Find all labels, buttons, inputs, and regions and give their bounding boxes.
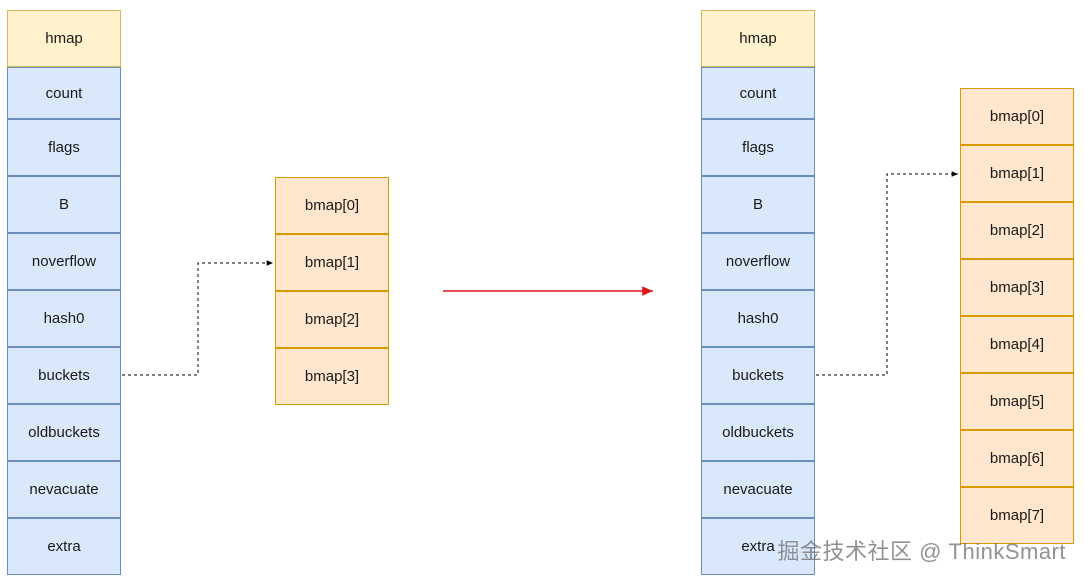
right-field-flags: flags <box>701 119 815 176</box>
left-bucket: bmap[3] <box>275 348 389 405</box>
left-bucket: bmap[2] <box>275 291 389 348</box>
right-bucket: bmap[0] <box>960 88 1074 145</box>
left-field-hash0: hash0 <box>7 290 121 347</box>
left-field-oldbuckets: oldbuckets <box>7 404 121 461</box>
left-field-nevacuate: nevacuate <box>7 461 121 518</box>
left-buckets-pointer-arrow <box>122 260 273 376</box>
left-field-count: count <box>7 67 121 119</box>
right-buckets-pointer-arrow <box>816 171 958 376</box>
left-hmap-header: hmap <box>7 10 121 67</box>
right-hmap-header: hmap <box>701 10 815 67</box>
right-field-hash0: hash0 <box>701 290 815 347</box>
left-bucket: bmap[1] <box>275 234 389 291</box>
right-bucket: bmap[6] <box>960 430 1074 487</box>
right-bucket: bmap[5] <box>960 373 1074 430</box>
left-field-extra: extra <box>7 518 121 575</box>
right-field-nevacuate: nevacuate <box>701 461 815 518</box>
right-bucket: bmap[2] <box>960 202 1074 259</box>
left-field-noverflow: noverflow <box>7 233 121 290</box>
left-field-b: B <box>7 176 121 233</box>
right-field-b: B <box>701 176 815 233</box>
right-field-oldbuckets: oldbuckets <box>701 404 815 461</box>
left-field-flags: flags <box>7 119 121 176</box>
right-bucket: bmap[4] <box>960 316 1074 373</box>
right-field-extra: extra <box>701 518 815 575</box>
watermark-text: 掘金技术社区 @ ThinkSmart <box>777 539 1066 564</box>
left-bucket: bmap[0] <box>275 177 389 234</box>
right-bucket: bmap[1] <box>960 145 1074 202</box>
right-bucket: bmap[7] <box>960 487 1074 544</box>
right-field-count: count <box>701 67 815 119</box>
left-field-buckets: buckets <box>7 347 121 404</box>
right-bucket: bmap[3] <box>960 259 1074 316</box>
right-field-noverflow: noverflow <box>701 233 815 290</box>
right-field-buckets: buckets <box>701 347 815 404</box>
